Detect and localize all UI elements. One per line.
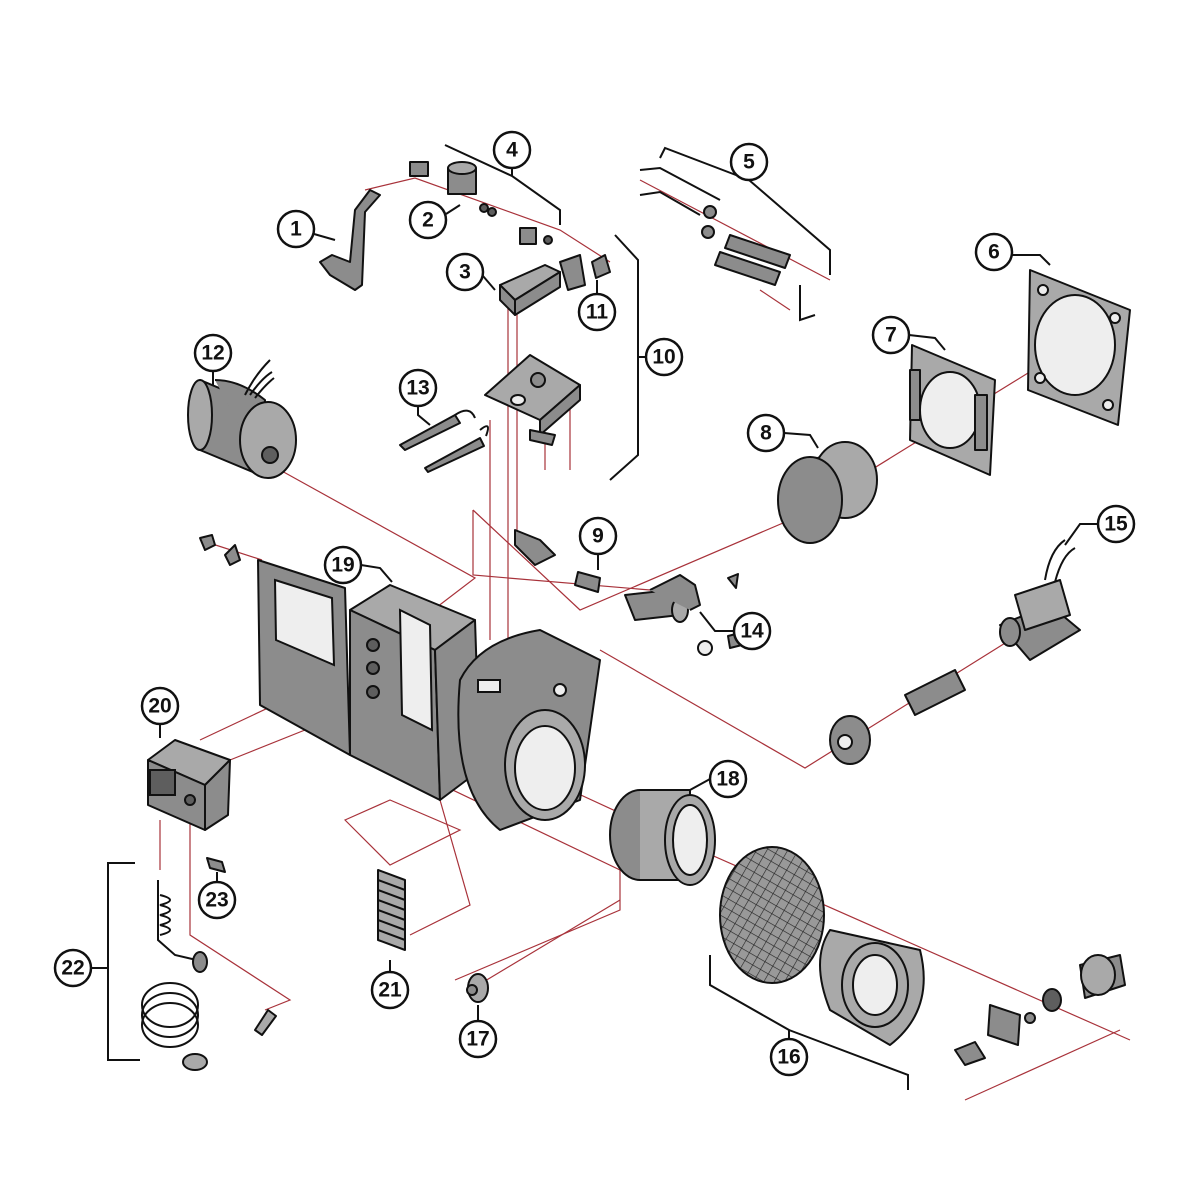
svg-text:17: 17	[466, 1028, 489, 1051]
part-3-bracket	[499, 254, 586, 316]
svg-text:9: 9	[592, 525, 604, 548]
callout-11: 11	[577, 292, 617, 332]
svg-text:6: 6	[988, 241, 1000, 264]
svg-text:23: 23	[205, 889, 228, 912]
part-1-tube	[319, 189, 381, 291]
svg-text:19: 19	[331, 554, 354, 577]
svg-text:21: 21	[378, 979, 402, 1002]
part-6-gasket	[1027, 269, 1131, 426]
part-23-pin	[206, 857, 226, 873]
callout-12: 12	[193, 333, 233, 373]
callout-22: 22	[53, 948, 93, 988]
callout-23: 23	[197, 880, 237, 920]
svg-text:16: 16	[777, 1046, 800, 1069]
nozzle-assembly-parts	[954, 954, 1126, 1066]
part-5-electrodes	[639, 166, 816, 322]
part-18-fan	[609, 789, 716, 886]
callout-15: 15	[1096, 504, 1136, 544]
callout-13: 13	[398, 368, 438, 408]
svg-text:22: 22	[61, 957, 84, 980]
part-14-nozzle-adapter	[624, 573, 743, 656]
callout-16: 16	[769, 1037, 809, 1077]
callout-7: 7	[871, 315, 911, 355]
part-19-housing	[257, 559, 481, 801]
part-16-screen-and-gasket	[719, 846, 925, 1046]
svg-text:15: 15	[1104, 513, 1128, 536]
callout-5: 5	[729, 142, 769, 182]
svg-text:20: 20	[148, 695, 171, 718]
svg-text:18: 18	[716, 768, 740, 791]
callout-9: 9	[578, 516, 618, 556]
callout-4: 4	[492, 130, 532, 170]
svg-text:5: 5	[743, 151, 755, 174]
callout-6: 6	[974, 232, 1014, 272]
svg-text:8: 8	[760, 422, 772, 445]
svg-text:13: 13	[406, 377, 429, 400]
part-11-clip	[591, 254, 611, 279]
svg-text:12: 12	[201, 342, 224, 365]
callout-8: 8	[746, 413, 786, 453]
part-21-spring	[377, 869, 406, 951]
part-2-fitting	[409, 161, 553, 245]
blower-housing	[457, 629, 601, 831]
callout-18: 18	[708, 759, 748, 799]
svg-text:11: 11	[586, 301, 609, 324]
svg-text:1: 1	[290, 218, 302, 241]
part-17-plug	[466, 973, 489, 1003]
svg-text:10: 10	[652, 346, 675, 369]
part-7-gasket	[909, 344, 996, 476]
svg-text:14: 14	[740, 620, 764, 643]
part-22-ignition-cable	[141, 880, 277, 1071]
part-9-nozzle	[514, 529, 601, 593]
part-15-solenoid-valve	[829, 539, 1081, 765]
callout-1: 1	[276, 209, 316, 249]
callout-10: 10	[644, 337, 684, 377]
callout-14: 14	[732, 611, 772, 651]
callout-21: 21	[370, 970, 410, 1010]
callout-3: 3	[445, 252, 485, 292]
part-20-control-box	[147, 739, 231, 831]
small-fittings	[199, 534, 241, 566]
part-12-motor	[187, 359, 297, 479]
svg-text:2: 2	[422, 209, 434, 232]
svg-text:7: 7	[885, 324, 897, 347]
part-8-filter	[777, 441, 878, 544]
callout-17: 17	[458, 1019, 498, 1059]
callout-2: 2	[408, 200, 448, 240]
callout-19: 19	[323, 545, 363, 585]
part-13-electrodes	[399, 409, 489, 473]
part-10-mounting-plate	[484, 354, 581, 446]
svg-text:4: 4	[506, 139, 518, 162]
svg-text:3: 3	[459, 261, 471, 284]
leader-lines	[91, 144, 1098, 1090]
callout-20: 20	[140, 686, 180, 726]
